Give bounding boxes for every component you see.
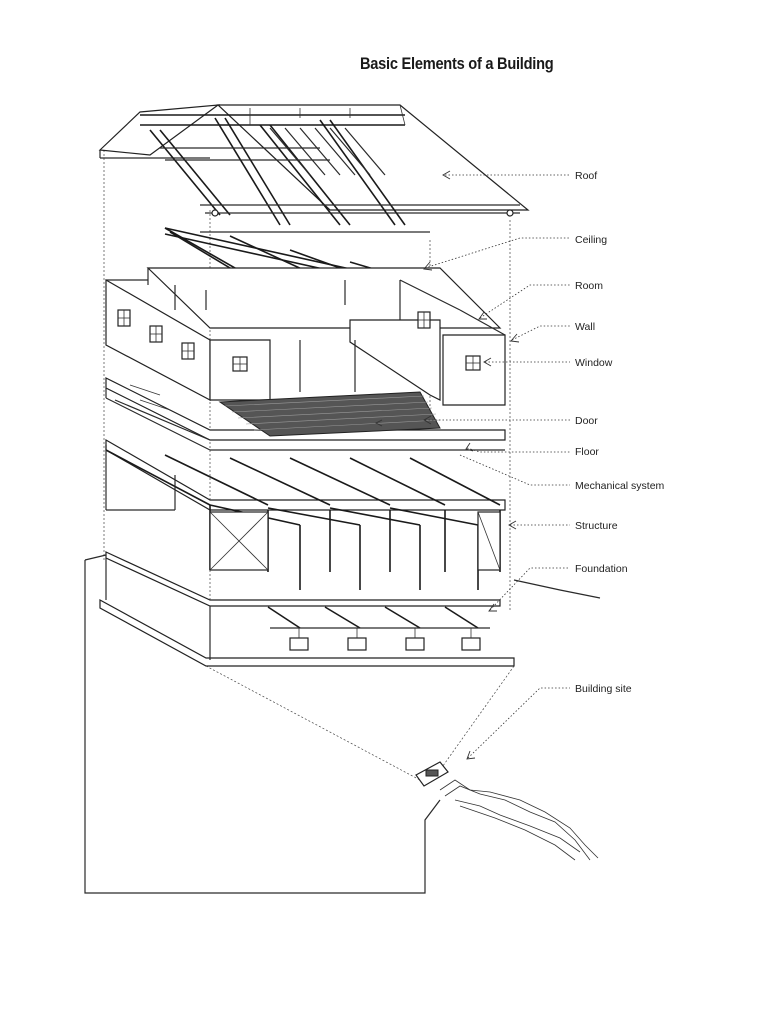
label-roof: Roof	[575, 170, 597, 182]
label-ceiling: Ceiling	[575, 234, 607, 246]
label-mechanical: Mechanical system	[575, 480, 665, 492]
page-title: Basic Elements of a Building	[360, 54, 554, 73]
callout-structure: Structure	[508, 520, 618, 532]
label-wall: Wall	[575, 321, 595, 333]
label-floor: Floor	[575, 446, 599, 458]
callout-roof: Roof	[442, 170, 597, 182]
footing-icon	[289, 628, 481, 651]
site-layer	[84, 554, 601, 894]
callouts: Roof Ceiling Room Wall Window	[374, 170, 665, 760]
callout-ceiling: Ceiling	[423, 234, 607, 271]
callout-window: Window	[483, 357, 613, 369]
window-icon	[117, 309, 481, 372]
label-room: Room	[575, 280, 603, 292]
label-door: Door	[575, 415, 598, 427]
callout-site: Building site	[466, 683, 632, 760]
label-window: Window	[575, 357, 613, 369]
callout-room: Room	[478, 280, 603, 320]
foundation-layer	[99, 551, 515, 667]
callout-foundation: Foundation	[488, 563, 628, 612]
label-structure: Structure	[575, 520, 618, 532]
walls-layer	[105, 267, 506, 406]
callout-wall: Wall	[510, 321, 595, 343]
label-foundation: Foundation	[575, 563, 628, 575]
floor-layer	[105, 377, 506, 451]
callout-door: Door	[374, 415, 598, 427]
callout-floor: Floor	[465, 442, 599, 458]
roof-layer	[98, 104, 530, 226]
label-site: Building site	[575, 683, 632, 695]
structure-layer	[105, 438, 506, 590]
callout-mechanical: Mechanical system	[459, 454, 665, 492]
